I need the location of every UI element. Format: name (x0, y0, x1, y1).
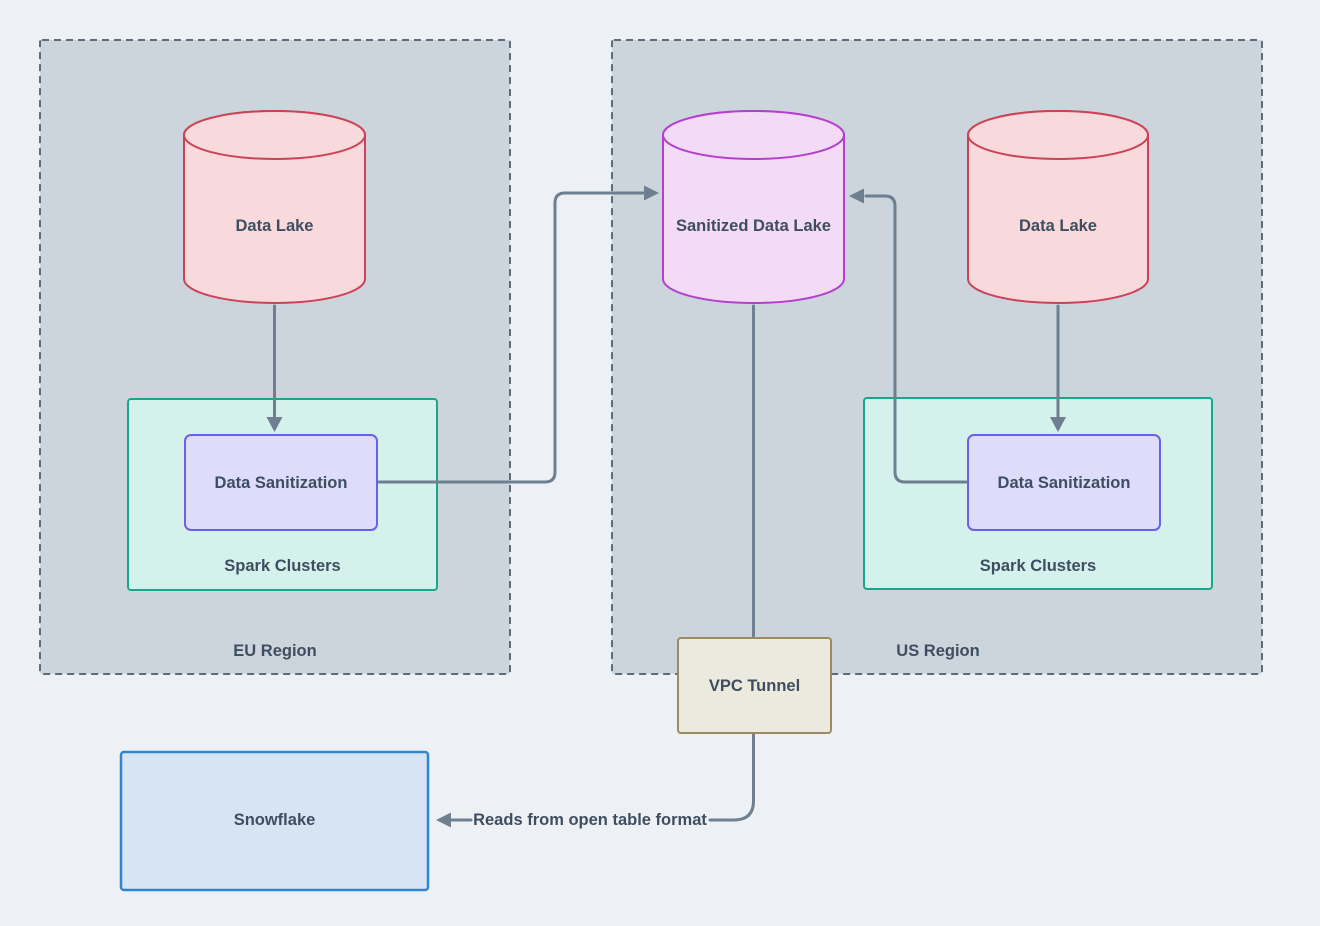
sanitized-data-lake-node: Sanitized Data Lake (662, 110, 845, 304)
us-data-sanitization-box (967, 434, 1161, 531)
edge-eu-sanitization-to-sanitized-lake (377, 191, 645, 484)
eu-region-label: EU Region (233, 642, 316, 660)
arrowhead-down-us-icon (1050, 417, 1066, 432)
arrowhead-left-into-snowflake-icon (436, 812, 451, 828)
eu-data-sanitization-box (184, 434, 378, 531)
us-data-sanitization-label: Data Sanitization (998, 474, 1131, 492)
arrowhead-down-eu-icon (266, 417, 283, 432)
edge-label-reads-from-open-table-format: Reads from open table format (473, 811, 707, 829)
arrowhead-left-into-sanitized-lake-icon (849, 188, 864, 204)
vpc-tunnel-label: VPC Tunnel (709, 677, 800, 695)
sanitized-data-lake-label: Sanitized Data Lake (676, 217, 831, 235)
us-data-lake-node: Data Lake (967, 110, 1149, 304)
us-region-label: US Region (896, 642, 979, 660)
edge-us-sanitization-to-sanitized-lake (864, 194, 968, 484)
us-spark-clusters-label: Spark Clusters (980, 557, 1096, 575)
vpc-tunnel-node: VPC Tunnel (677, 637, 832, 734)
eu-spark-clusters-label: Spark Clusters (224, 557, 340, 575)
eu-data-lake-label: Data Lake (236, 217, 314, 235)
us-data-lake-label: Data Lake (1019, 217, 1097, 235)
snowflake-label: Snowflake (234, 811, 316, 829)
snowflake-box (119, 750, 430, 892)
sanitized-data-lake-cylinder-top (662, 110, 845, 160)
vpc-tunnel-box (677, 637, 832, 734)
edge-vpc-to-label (708, 731, 755, 822)
eu-data-sanitization-label: Data Sanitization (215, 474, 348, 492)
us-data-sanitization-node: Data Sanitization (967, 434, 1161, 531)
eu-data-sanitization-node: Data Sanitization (184, 434, 378, 531)
snowflake-node: Snowflake (119, 750, 430, 892)
eu-data-lake-cylinder-top (183, 110, 366, 160)
us-data-lake-cylinder-top (967, 110, 1149, 160)
arrowheads (266, 185, 1066, 828)
eu-data-lake-node: Data Lake (183, 110, 366, 304)
edge-lines (273, 191, 1060, 822)
arrowhead-right-into-sanitized-lake-icon (644, 185, 659, 201)
